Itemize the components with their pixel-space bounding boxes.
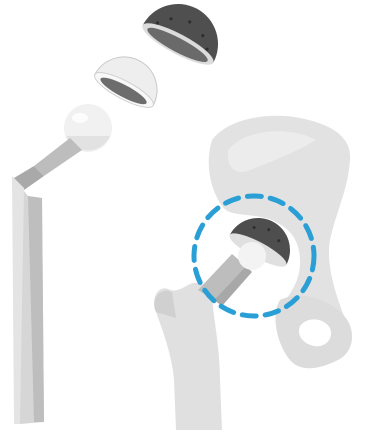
liner-cup-icon [91, 45, 169, 113]
stem-icon [12, 138, 82, 424]
implanted-hip [154, 116, 352, 430]
metal-cup-icon [138, 0, 232, 72]
implanted-ball-icon [238, 242, 266, 270]
